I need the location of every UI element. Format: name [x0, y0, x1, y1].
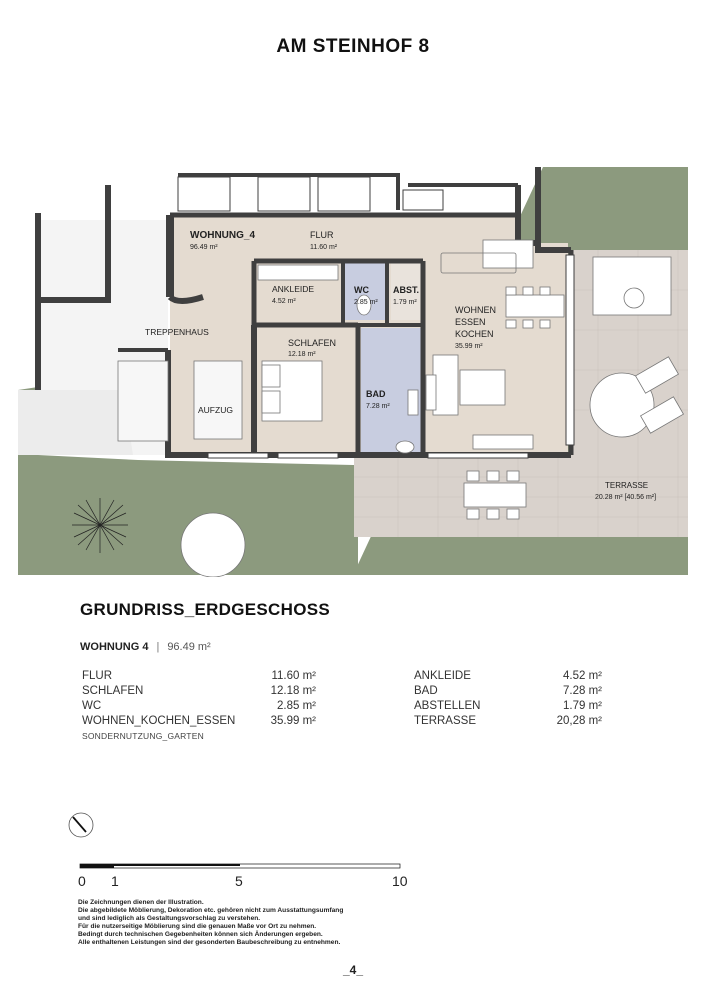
unit-separator: |: [156, 641, 160, 653]
bad-name: BAD: [366, 389, 386, 399]
area-name: WC: [82, 700, 102, 712]
area-value: 11.60 m²: [271, 670, 316, 682]
flur-name: FLUR: [310, 230, 334, 240]
area-value: 1.79 m²: [563, 700, 602, 712]
page-title: AM STEINHOF 8: [276, 36, 430, 57]
area-value: 7.28 m²: [563, 685, 602, 697]
sondernutzung-note: SONDERNUTZUNG_GARTEN: [82, 731, 204, 741]
schlafen-name: SCHLAFEN: [288, 338, 336, 348]
abst-floor: [391, 263, 425, 320]
wohnen-area: 35.99 m²: [455, 343, 483, 350]
wohnung-area: 96.49 m²: [190, 244, 218, 251]
scale-label-0: 0: [78, 873, 86, 889]
furniture: [117, 239, 685, 577]
scale-label-10: 10: [392, 873, 408, 889]
abst-name: ABST.: [393, 285, 419, 295]
wc-name: WC: [354, 285, 369, 295]
unit-summary: WOHNUNG 4 | 96.49 m²: [80, 641, 211, 653]
area-value: 35.99 m²: [270, 715, 316, 727]
plant-icon: [72, 498, 128, 553]
section-title: GRUNDRISS_ERDGESCHOSS: [80, 600, 331, 619]
disclaimer-line: Die Zeichnungen dienen der Illustration.: [78, 899, 204, 906]
disclaimer-line: Für die nutzerseitige Möblierung sind di…: [78, 923, 317, 930]
scale-bar: 0 1 5 10: [78, 863, 408, 889]
area-name: TERRASSE: [414, 715, 476, 727]
entrance-court: [18, 390, 133, 455]
floor-plan: WOHNUNG_4 96.49 m² FLUR 11.60 m² ANKLEID…: [18, 167, 688, 577]
scale-label-1: 1: [111, 873, 119, 889]
disclaimer-line: Bedingt durch technischen Gegebenheiten …: [78, 931, 323, 938]
bad-area: 7.28 m²: [366, 403, 390, 410]
page-number: _4_: [342, 963, 364, 977]
schlafen-area: 12.18 m²: [288, 351, 316, 358]
terrasse-name: TERRASSE: [605, 481, 648, 490]
area-name: BAD: [414, 685, 438, 697]
treppenhaus-label: TREPPENHAUS: [145, 327, 209, 337]
area-value: 4.52 m²: [563, 670, 602, 682]
terrasse-area: 20.28 m² [40.56 m²]: [595, 494, 656, 501]
wc-area: 2.85 m²: [354, 299, 378, 306]
area-name: WOHNEN_KOCHEN_ESSEN: [82, 715, 236, 727]
area-value: 12.18 m²: [270, 685, 316, 697]
wohnen-line2: ESSEN: [455, 317, 486, 327]
unit-area: 96.49 m²: [167, 641, 211, 653]
disclaimer-line: Die abgebildete Möblierung, Dekoration e…: [78, 907, 344, 914]
area-name: ABSTELLEN: [414, 700, 481, 712]
area-name: ANKLEIDE: [414, 670, 471, 682]
disclaimer: Die Zeichnungen dienen der Illustration.…: [78, 899, 408, 947]
area-value: 20,28 m²: [556, 715, 602, 727]
ankleide-area: 4.52 m²: [272, 298, 296, 305]
unit-name: WOHNUNG 4: [80, 641, 149, 653]
wohnen-line3: KOCHEN: [455, 329, 494, 339]
north-arrow-icon: [68, 812, 94, 838]
abst-area: 1.79 m²: [393, 299, 417, 306]
disclaimer-line: und sind lediglich als Gestaltungsvorsch…: [78, 915, 261, 922]
area-name: SCHLAFEN: [82, 685, 144, 697]
wohnung-name: WOHNUNG_4: [190, 230, 255, 241]
wohnen-line1: WOHNEN: [455, 305, 496, 315]
scale-label-5: 5: [235, 873, 243, 889]
disclaimer-line: Alle enthaltenen Leistungen sind der ges…: [78, 939, 341, 946]
area-value: 2.85 m²: [277, 700, 316, 712]
area-name: FLUR: [82, 670, 113, 682]
ankleide-name: ANKLEIDE: [272, 284, 314, 294]
windows: [177, 176, 575, 459]
aufzug-label: AUFZUG: [198, 405, 233, 415]
flur-area: 11.60 m²: [310, 244, 338, 251]
